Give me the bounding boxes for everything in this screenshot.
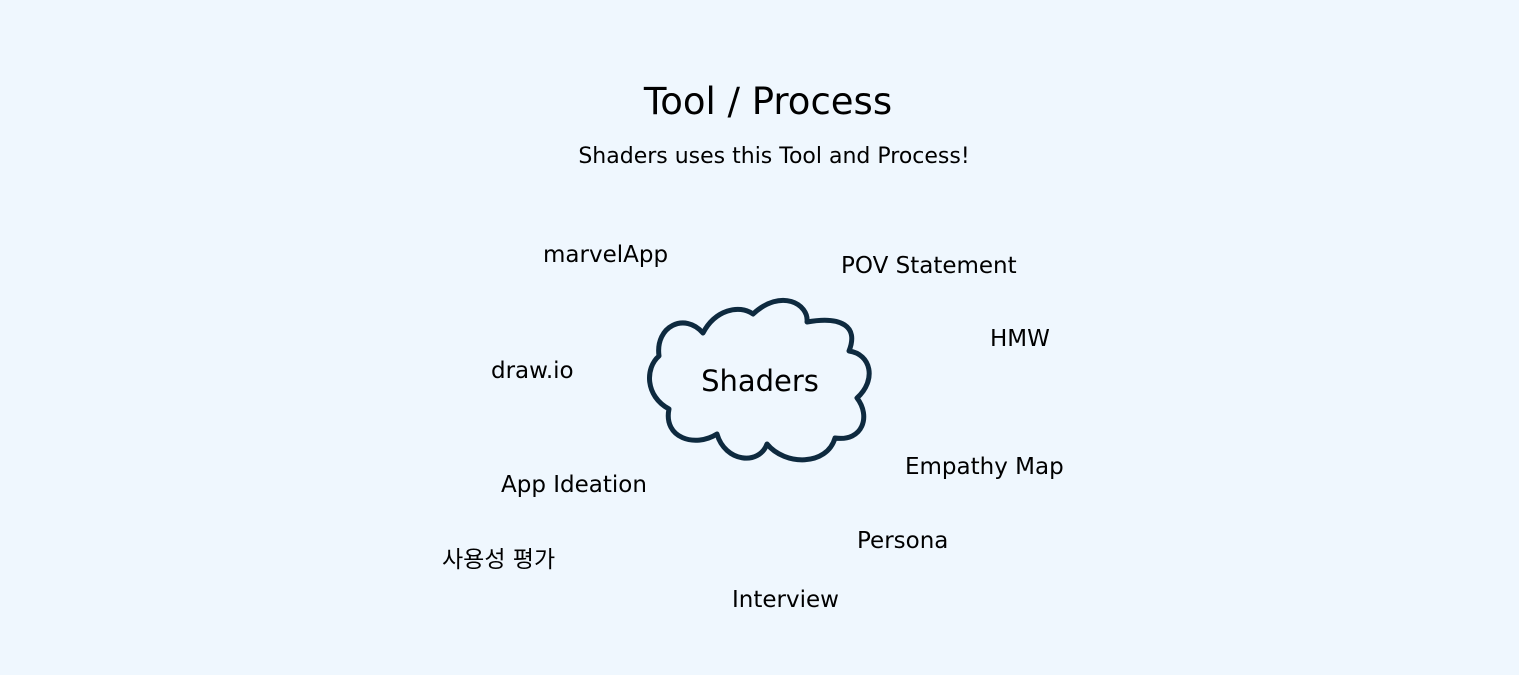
tool-item-drawio: draw.io xyxy=(491,358,574,384)
tool-item-pov-statement: POV Statement xyxy=(841,253,1017,279)
center-label: Shaders xyxy=(701,364,819,398)
page-subtitle: Shaders uses this Tool and Process! xyxy=(578,144,970,169)
tool-item-interview: Interview xyxy=(732,587,839,613)
cloud-outline xyxy=(647,297,872,463)
page-title: Tool / Process xyxy=(643,80,893,123)
tool-item-app-ideation: App Ideation xyxy=(501,472,647,498)
tool-item-persona: Persona xyxy=(857,528,949,554)
tool-item-marvelapp: marvelApp xyxy=(543,242,669,268)
cloud-shape xyxy=(647,297,872,463)
tool-item-usability-test: 사용성 평가 xyxy=(442,547,556,573)
tool-item-hmw: HMW xyxy=(990,326,1050,352)
tool-item-empathy-map: Empathy Map xyxy=(905,454,1064,480)
